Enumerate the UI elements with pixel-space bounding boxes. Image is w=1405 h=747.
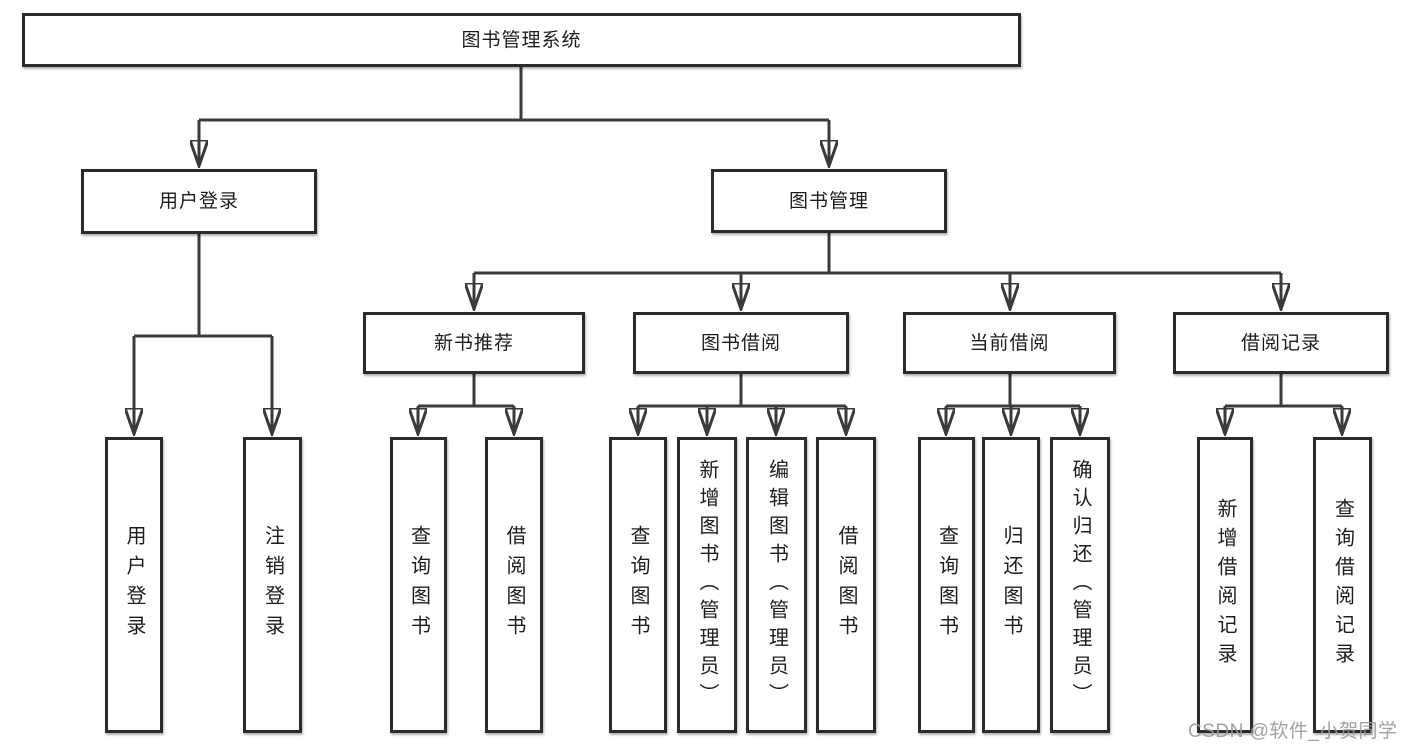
leaf-return-books: 归还图书 bbox=[982, 437, 1040, 733]
edge-root-to-level2 bbox=[199, 67, 829, 166]
node-book-management: 图书管理 bbox=[711, 169, 947, 233]
csdn-watermark: CSDN @软件_小贺同学 bbox=[1188, 721, 1398, 742]
node-current-borrowing: 当前借阅 bbox=[903, 312, 1116, 374]
leaf-query-books-current: 查询图书 bbox=[918, 437, 975, 733]
edge-new-book-rec-to-leaves bbox=[418, 374, 514, 434]
leaf-borrow-books-borrowing: 借阅图书 bbox=[816, 437, 876, 733]
leaf-borrow-books-recommendation: 借阅图书 bbox=[485, 437, 543, 733]
leaf-confirm-return-admin: 确认归还（管理员） bbox=[1050, 437, 1110, 733]
leaf-user-login: 用户登录 bbox=[105, 437, 163, 733]
leaf-query-books-borrowing: 查询图书 bbox=[609, 437, 667, 733]
edge-current-borrow-to-leaves bbox=[946, 374, 1080, 434]
leaf-add-borrow-record: 新增借阅记录 bbox=[1197, 437, 1253, 733]
edge-borrow-records-to-leaves bbox=[1225, 374, 1342, 434]
edge-book-mgmt-to-level3 bbox=[474, 233, 1281, 309]
leaf-add-books-admin: 新增图书（管理员） bbox=[677, 437, 737, 733]
leaf-query-books-recommendation: 查询图书 bbox=[390, 437, 447, 733]
leaf-logout: 注销登录 bbox=[243, 437, 302, 733]
edge-book-borrow-to-leaves bbox=[638, 374, 846, 434]
node-user-login: 用户登录 bbox=[81, 169, 317, 234]
leaf-edit-books-admin: 编辑图书（管理员） bbox=[746, 437, 807, 733]
node-borrowing-records: 借阅记录 bbox=[1173, 312, 1389, 374]
leaf-query-borrow-record: 查询借阅记录 bbox=[1313, 437, 1372, 733]
edge-user-login-to-leaves bbox=[134, 234, 272, 434]
node-new-book-recommendation: 新书推荐 bbox=[363, 312, 585, 374]
node-book-borrowing: 图书借阅 bbox=[633, 312, 849, 374]
node-library-management-system: 图书管理系统 bbox=[22, 13, 1021, 67]
